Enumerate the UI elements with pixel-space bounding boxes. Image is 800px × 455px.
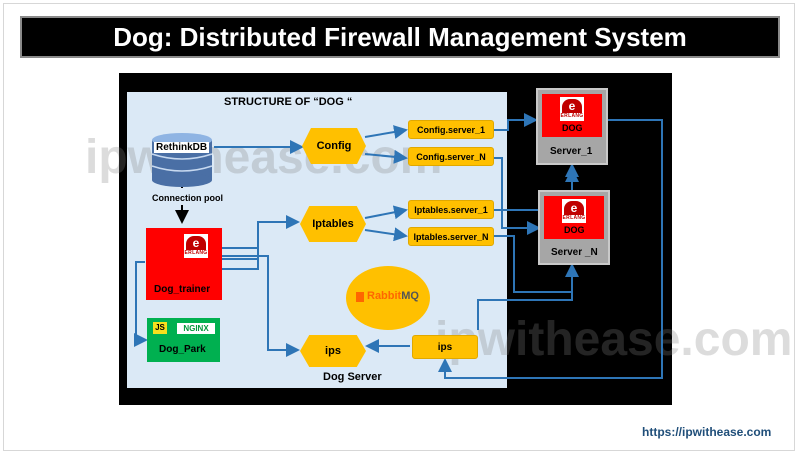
dog-park-box: JS NGINX Dog_Park xyxy=(147,318,220,362)
structure-label: STRUCTURE OF “DOG “ xyxy=(224,96,353,108)
server-n-name: Server _N xyxy=(551,247,598,258)
dog-park-label: Dog_Park xyxy=(159,344,206,355)
watermark-top: ipwithease.com xyxy=(85,131,443,184)
server-n-dog: e ERLANG DOG xyxy=(544,196,604,239)
watermark-bottom: ipwithease.com xyxy=(435,313,793,366)
server-1-dog-label: DOG xyxy=(562,123,583,133)
js-logo-icon: JS xyxy=(153,322,167,334)
ips-hex: ips xyxy=(300,335,366,367)
title-bar: Dog: Distributed Firewall Management Sys… xyxy=(20,16,780,58)
dog-trainer-label: Dog_trainer xyxy=(154,284,211,295)
server-1-name: Server_1 xyxy=(550,146,593,157)
server-n-box: e ERLANG DOG Server _N xyxy=(538,190,610,265)
outer-frame xyxy=(3,3,795,451)
erlang-logo-icon: e ERLANG xyxy=(562,199,586,223)
iptables-hex: Iptables xyxy=(300,206,366,242)
rethinkdb-label: RethinkDB xyxy=(154,142,210,153)
server-1-box: e ERLANG DOG Server_1 xyxy=(536,88,608,165)
queue-config-server-1: Config.server_1 xyxy=(408,120,494,139)
site-url: https://ipwithease.com xyxy=(642,425,772,439)
page-title: Dog: Distributed Firewall Management Sys… xyxy=(113,21,687,52)
rabbitmq-rabbit-text: Rabbit xyxy=(367,290,402,302)
dog-trainer-box: e ERLANG Dog_trainer xyxy=(146,228,222,300)
erlang-logo-icon: e ERLANG xyxy=(184,234,208,258)
dog-server-label: Dog Server xyxy=(323,371,382,383)
queue-iptables-server-1: Iptables.server_1 xyxy=(408,200,494,219)
queue-config-server-n: Config.server_N xyxy=(408,147,494,166)
queue-ips: ips xyxy=(412,335,478,359)
erlang-logo-icon: e ERLANG xyxy=(560,97,584,121)
queue-iptables-server-n: Iptables.server_N xyxy=(408,227,494,246)
rabbitmq-mq-text: MQ xyxy=(401,290,419,302)
rabbitmq-logo-icon xyxy=(356,292,364,302)
rabbitmq-node: RabbitMQ xyxy=(346,266,430,330)
server-n-dog-label: DOG xyxy=(564,225,585,235)
connection-pool-label: Connection pool xyxy=(152,193,223,203)
config-hex: Config xyxy=(302,128,366,164)
nginx-logo-icon: NGINX xyxy=(177,323,215,334)
server-1-dog: e ERLANG DOG xyxy=(542,94,602,137)
